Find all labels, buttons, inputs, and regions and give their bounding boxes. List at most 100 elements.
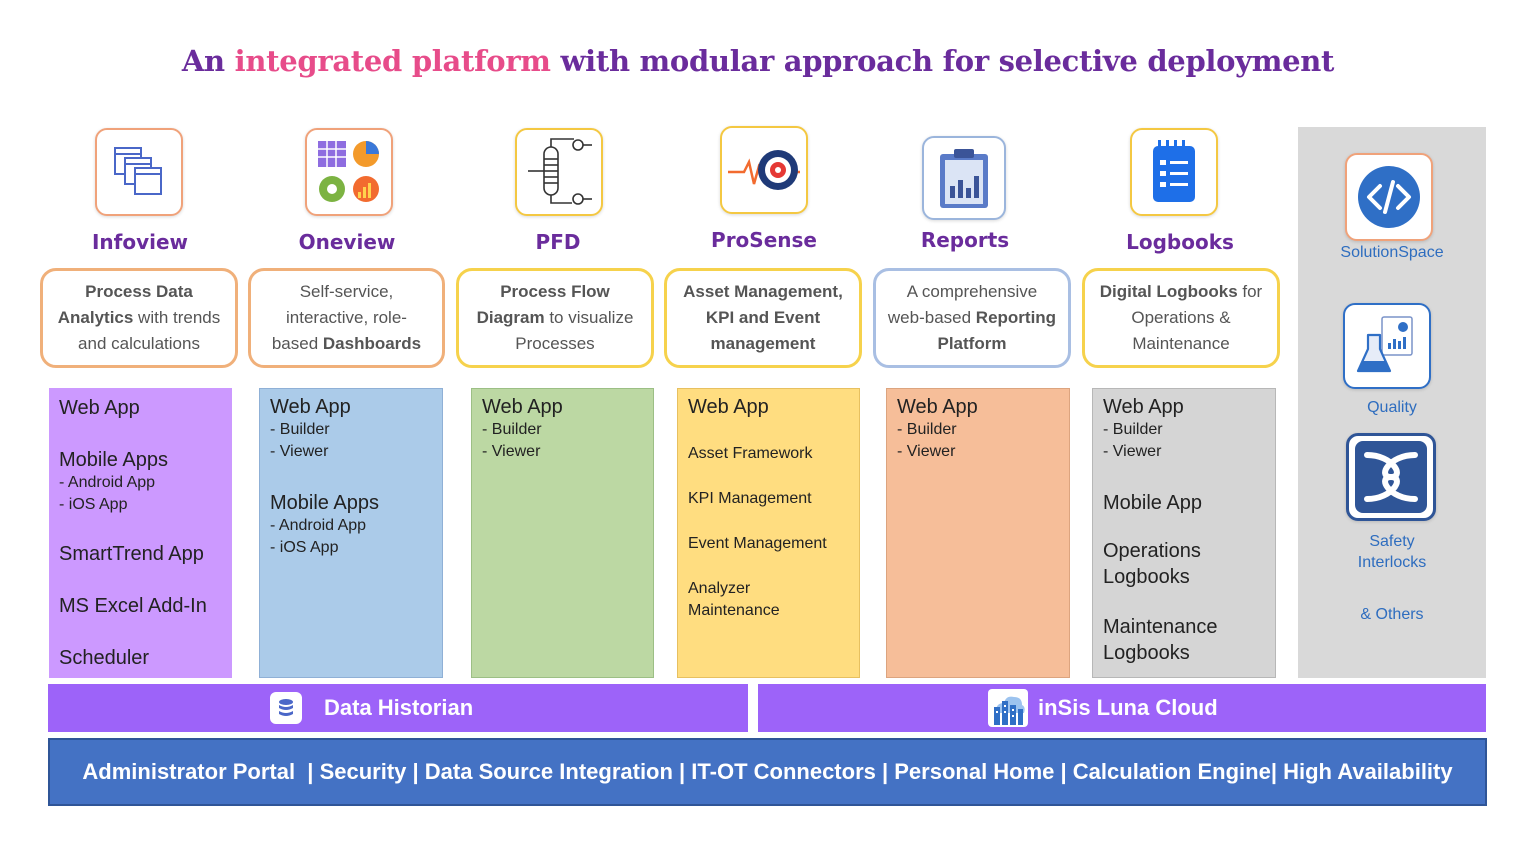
page-title: An integrated platform with modular appr… (0, 44, 1516, 78)
feature-item: Logbooks (1103, 566, 1190, 588)
desc-text: Process Flow (500, 282, 610, 301)
reports-module-icon[interactable] (922, 136, 1006, 220)
feature-subitem: - Builder (897, 421, 957, 438)
others-label: & Others (1360, 606, 1424, 623)
desc-text: Asset Management, (683, 282, 843, 301)
feature-item: Event Management (688, 535, 827, 552)
clipboard-chart-icon (940, 149, 988, 208)
code-brackets-icon (1358, 166, 1420, 228)
solutionspace-label: SolutionSpace (1340, 244, 1444, 261)
database-icon (270, 692, 302, 724)
module-name-oneview: Oneview (298, 230, 396, 254)
desc-text: Dashboards (322, 334, 422, 353)
quality-module-icon[interactable] (1343, 303, 1431, 389)
feature-subitem: - Builder (1103, 421, 1163, 438)
feature-item: Mobile Apps (59, 449, 168, 471)
module-name-prosense: ProSense (711, 228, 817, 252)
cloud-city-icon (988, 689, 1028, 727)
feature-subitem: - Viewer (897, 443, 956, 460)
desc-text: Digital Logbooks (1099, 282, 1238, 301)
feature-item: Asset Framework (688, 445, 813, 462)
feature-item: Web App (1103, 396, 1184, 418)
pfd-features: Web App - Builder - Viewer (471, 388, 654, 678)
desc-text: Diagram (476, 308, 545, 327)
feature-subitem: - iOS App (59, 496, 128, 513)
feature-subitem: - Viewer (270, 443, 329, 460)
target-pulse-icon (728, 150, 800, 190)
platform-services-footer: Administrator Portal | Security | Data S… (48, 738, 1487, 806)
desc-text: KPI and Event (705, 308, 821, 327)
feature-item: Mobile App (1103, 492, 1202, 514)
prosense-description: Asset Management, KPI and Event management (664, 268, 862, 368)
desc-text: web-based (887, 308, 976, 327)
infoview-module-icon[interactable] (95, 128, 183, 216)
module-name-pfd: PFD (535, 230, 581, 254)
desc-text: and calculations (78, 334, 200, 353)
feature-item: SmartTrend App (59, 543, 204, 565)
dashboard-widgets-icon (318, 141, 379, 202)
desc-text: for (1237, 282, 1263, 301)
feature-subitem: - Android App (59, 474, 156, 491)
prosense-module-icon[interactable] (720, 126, 808, 214)
safety-label-line2: Interlocks (1357, 554, 1427, 571)
desc-text: Self-service, (299, 282, 394, 301)
feature-item: MS Excel Add-In (59, 595, 207, 617)
prosense-features: Web App Asset Framework KPI Management E… (677, 388, 860, 678)
stacked-windows-icon (114, 147, 162, 195)
logbooks-module-icon[interactable] (1130, 128, 1218, 216)
interlock-chain-icon (1355, 441, 1427, 513)
feature-item: Scheduler (59, 647, 150, 669)
reports-features: Web App - Builder - Viewer (886, 388, 1070, 678)
module-name-infoview: Infoview (91, 230, 189, 254)
oneview-features: Web App - Builder - Viewer Mobile Apps -… (259, 388, 443, 678)
desc-text: to visualize (544, 308, 634, 327)
feature-subitem: - Android App (270, 517, 367, 534)
title-post: with modular approach for selective depl… (550, 44, 1335, 78)
desc-text: Maintenance (1132, 334, 1230, 353)
desc-text: Reporting (975, 308, 1057, 327)
luna-cloud-bar[interactable]: inSis Luna Cloud (758, 684, 1486, 732)
desc-text: Analytics (57, 308, 134, 327)
desc-text: Operations & (1131, 308, 1231, 327)
lab-flask-chart-icon (1356, 316, 1413, 373)
extensions-panel: SolutionSpace Quality Safety Interlocks … (1298, 127, 1486, 678)
desc-text: interactive, role- (286, 308, 407, 327)
feature-subitem: - Builder (270, 421, 330, 438)
desc-text: with trends (133, 308, 221, 327)
feature-item: Maintenance (1103, 616, 1218, 638)
module-name-logbooks: Logbooks (1126, 230, 1234, 254)
desc-text: Process Data (85, 282, 193, 301)
feature-subitem: - Builder (482, 421, 542, 438)
notebook-list-icon (1153, 140, 1195, 202)
safety-label-line1: Safety (1369, 533, 1415, 550)
solutionspace-module-icon[interactable] (1345, 153, 1433, 241)
feature-item: Mobile Apps (270, 492, 379, 514)
feature-subitem: - Viewer (1103, 443, 1162, 460)
pfd-module-icon[interactable] (515, 128, 603, 216)
feature-item: Web App (688, 396, 769, 418)
feature-item: Web App (482, 396, 563, 418)
feature-item: Analyzer (688, 580, 751, 597)
desc-text: management (710, 334, 816, 353)
module-name-reports: Reports (920, 228, 1010, 252)
data-historian-bar[interactable]: Data Historian (48, 684, 748, 732)
safety-interlocks-module-icon[interactable] (1346, 433, 1436, 521)
feature-item: Web App (897, 396, 978, 418)
infoview-features: Web App Mobile Apps - Android App - iOS … (49, 388, 232, 678)
quality-label: Quality (1367, 399, 1417, 416)
oneview-module-icon[interactable] (305, 128, 393, 216)
title-pre: An (181, 44, 235, 78)
feature-item: Web App (270, 396, 351, 418)
feature-item: Maintenance (688, 602, 780, 619)
logbooks-features: Web App - Builder - Viewer Mobile App Op… (1092, 388, 1276, 678)
luna-cloud-label: inSis Luna Cloud (1038, 695, 1218, 720)
feature-item: Logbooks (1103, 642, 1190, 664)
desc-text: Processes (515, 334, 595, 353)
feature-subitem: - iOS App (270, 539, 339, 556)
feature-item: Operations (1103, 540, 1201, 562)
oneview-description: Self-service,interactive, role-based Das… (248, 268, 445, 368)
